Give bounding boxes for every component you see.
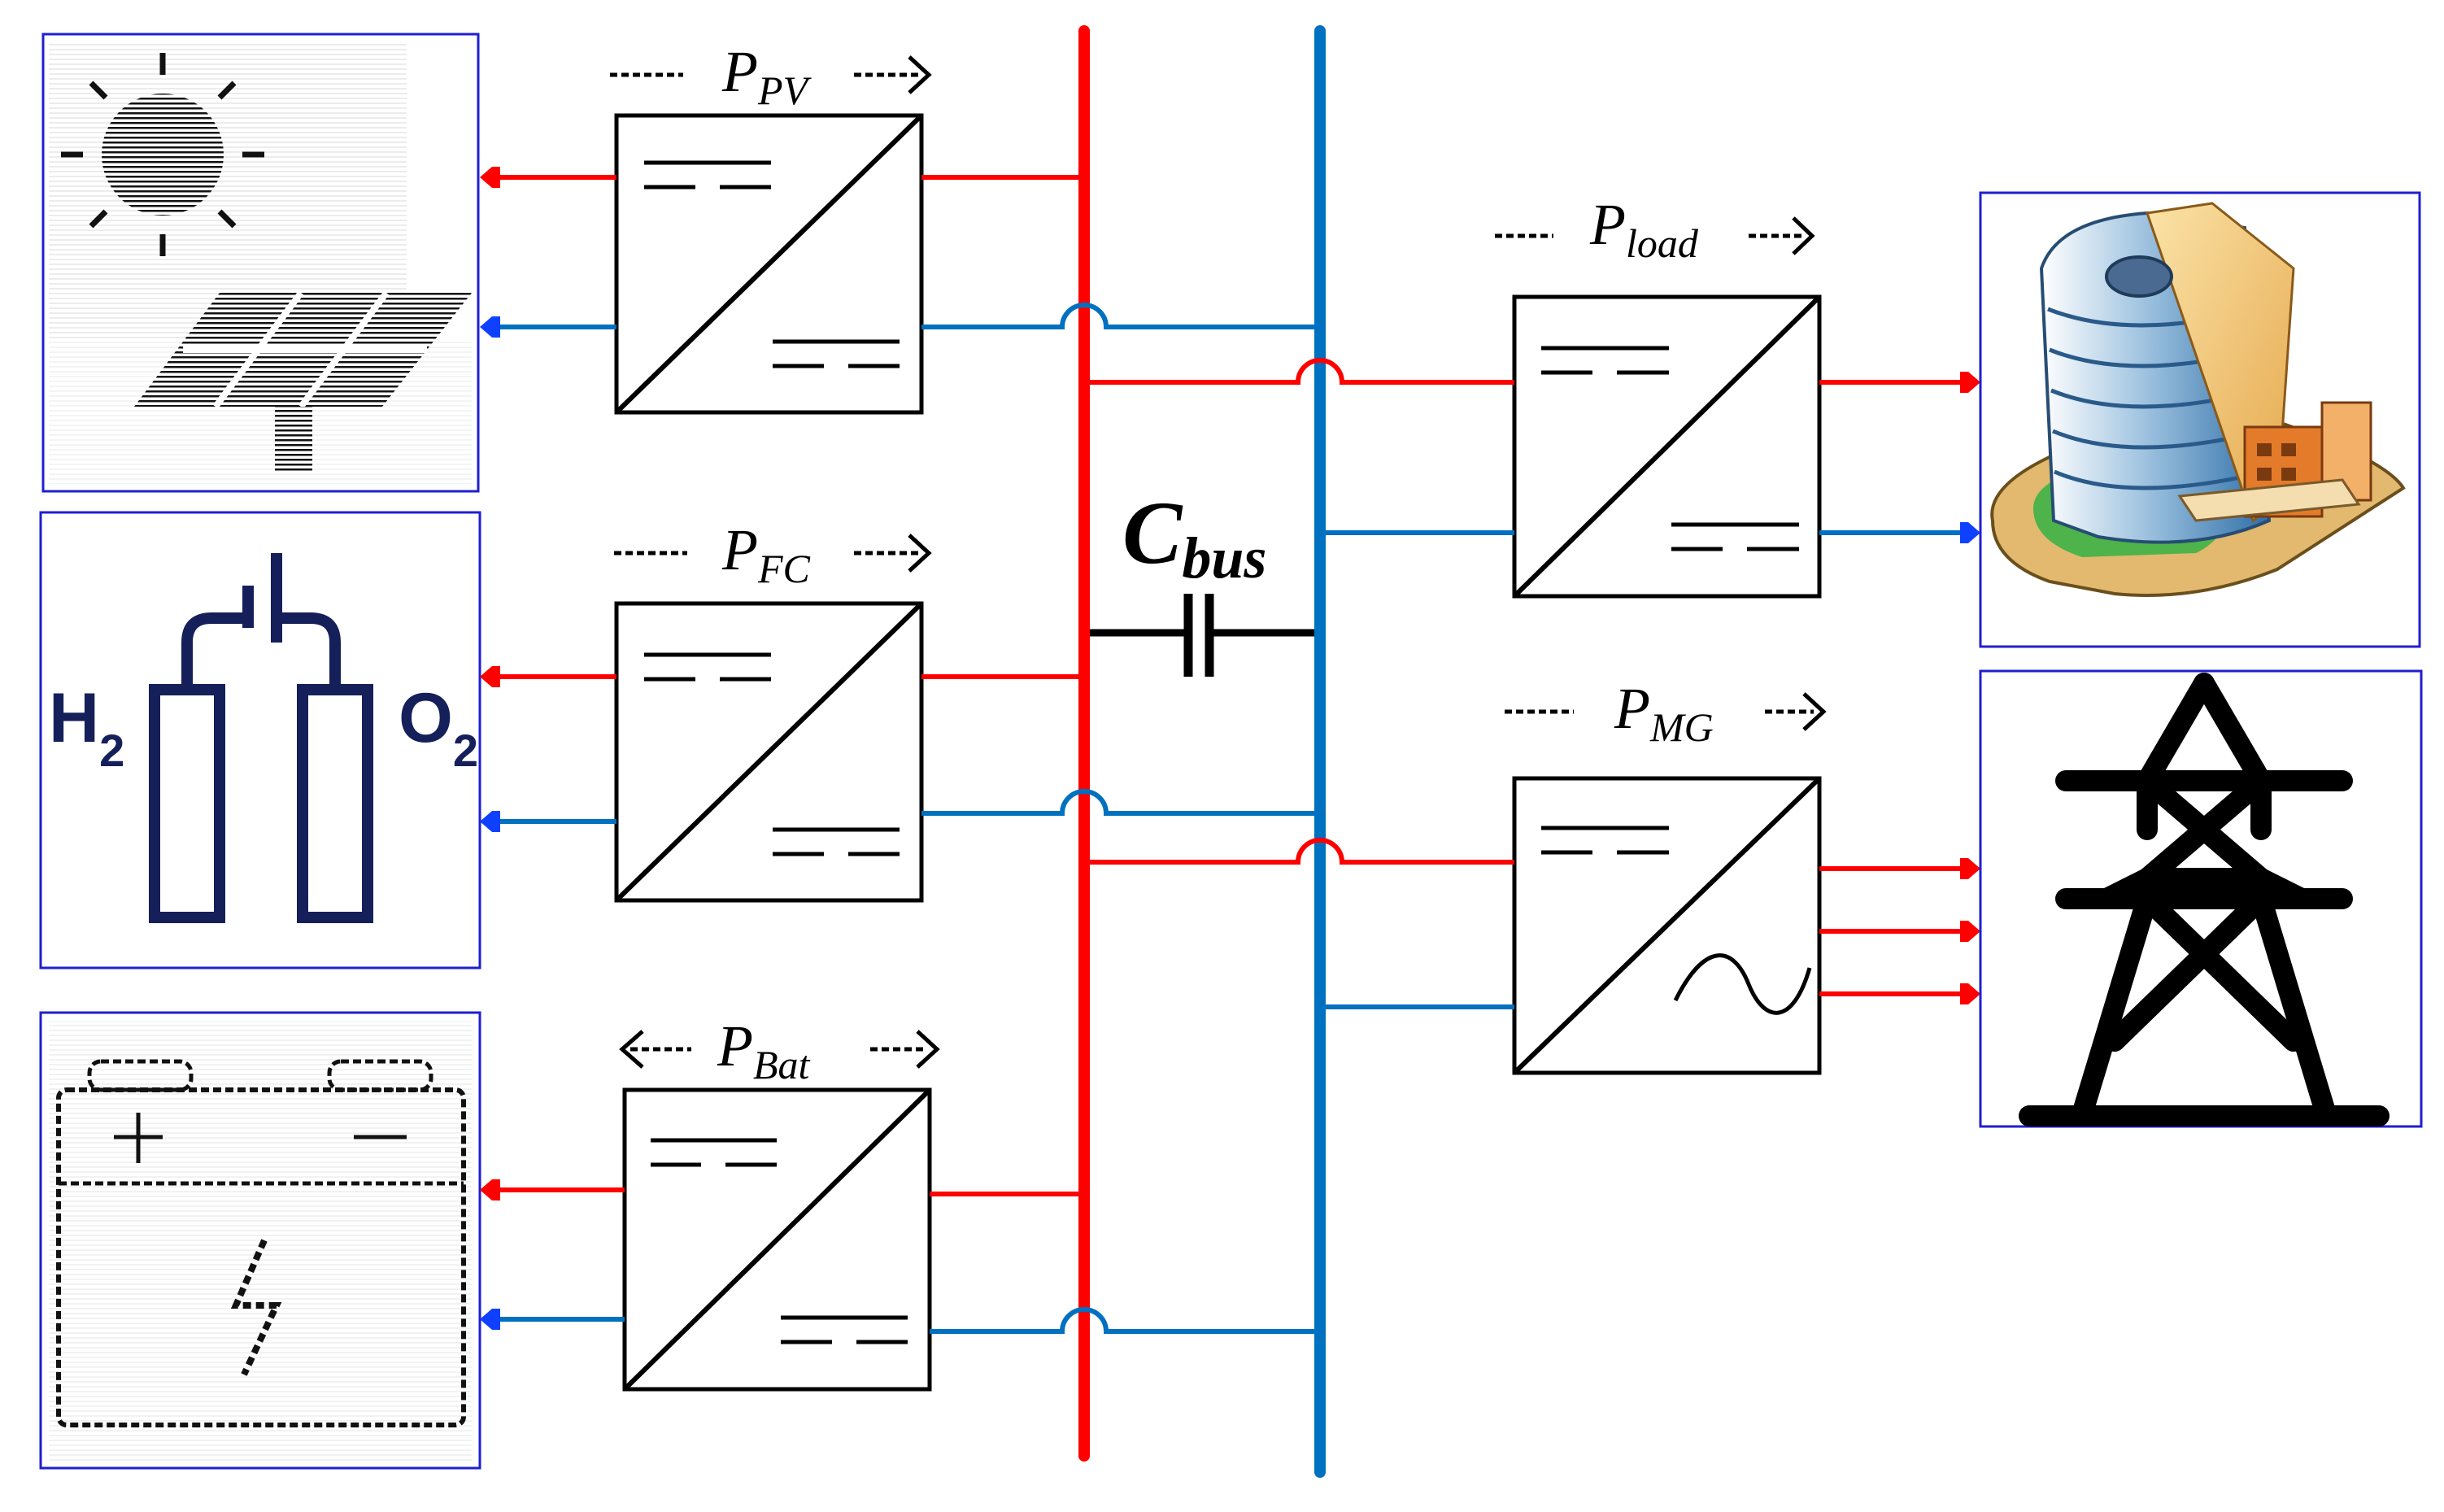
grid-dc-ac-converter [1512, 776, 1822, 1075]
fuel-cell-dc-dc-converter [614, 601, 924, 903]
grid-power-flow-label: PMG [1505, 676, 1827, 750]
battery-icon [49, 1021, 472, 1464]
svg-text:PMG: PMG [1614, 676, 1714, 750]
battery-power-flow-label: PBat [619, 1013, 940, 1087]
svg-text:PBat: PBat [717, 1013, 811, 1087]
load-power-flow-label: Pload [1495, 192, 1815, 266]
o2-label: O2 [399, 679, 478, 776]
dc-bus: Cbus [1078, 25, 1326, 1478]
svg-text:PFC: PFC [721, 517, 811, 591]
fuel-cell-icon: H2 O2 [49, 553, 478, 923]
building-icon [1990, 202, 2406, 597]
solar-panel-icon [49, 41, 472, 484]
fuel-cell-frame [39, 511, 481, 970]
capacitor-label: Cbus [1122, 483, 1266, 590]
fuel-cell-branch: H2 O2 PFC [39, 511, 1320, 970]
battery-dc-dc-converter [622, 1087, 932, 1392]
pv-dc-dc-converter [614, 113, 924, 415]
h2-label: H2 [49, 679, 124, 776]
load-branch: Pload [1084, 191, 2421, 648]
svg-text:Pload: Pload [1589, 192, 1699, 266]
bus-capacitor: Cbus [1090, 483, 1314, 677]
fuel-cell-power-flow-label: PFC [614, 517, 932, 591]
svg-text:PPV: PPV [721, 39, 812, 113]
grid-branch: PMG [1084, 669, 2423, 1128]
load-dc-dc-converter [1512, 294, 1822, 599]
pv-power-flow-label: PPV [610, 39, 932, 113]
transmission-tower-icon [2019, 673, 2390, 1126]
pv-branch: PPV [41, 33, 1320, 493]
battery-branch: PBat [39, 1011, 1320, 1470]
